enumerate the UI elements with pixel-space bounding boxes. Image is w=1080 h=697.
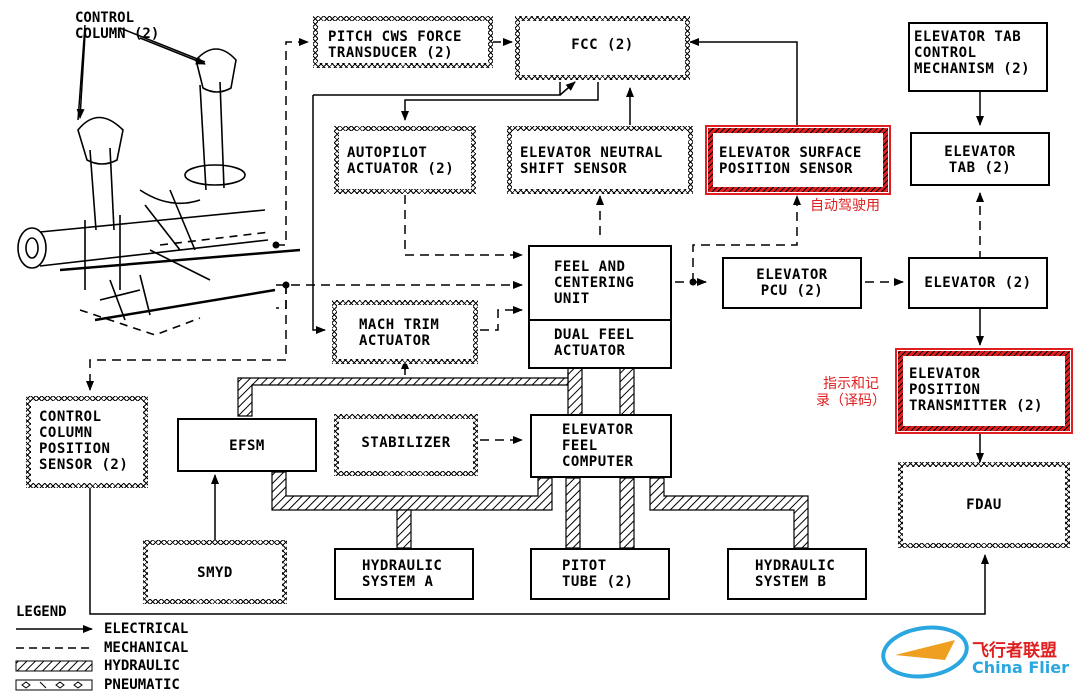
legend-pneumatic: PNEUMATIC <box>98 677 180 693</box>
elevator-position-transmitter-box: ELEVATOR POSITION TRANSMITTER (2) <box>895 348 1073 434</box>
legend-title: LEGEND <box>16 604 67 620</box>
dual-feel-label: DUAL FEEL ACTUATOR <box>554 327 635 359</box>
elevator-tab-label: ELEVATOR TAB (2) <box>944 144 1016 176</box>
elevator-box: ELEVATOR (2) <box>908 257 1048 309</box>
elevator-tab-box: ELEVATOR TAB (2) <box>910 132 1050 186</box>
elevator-neutral-shift-sensor-box: ELEVATOR NEUTRAL SHIFT SENSOR <box>507 126 693 194</box>
fdau-label: FDAU <box>966 497 1002 513</box>
elevator-surface-position-label: ELEVATOR SURFACE POSITION SENSOR <box>719 145 862 177</box>
hyd-b-label: HYDRAULIC SYSTEM B <box>755 558 836 590</box>
legend-electrical-label: ELECTRICAL <box>104 621 189 637</box>
feel-centering-unit-box: FEEL AND CENTERING UNIT DUAL FEEL ACTUAT… <box>528 245 672 369</box>
mach-trim-actuator-box: MACH TRIM ACTUATOR <box>332 300 478 364</box>
autopilot-actuator-label: AUTOPILOT ACTUATOR (2) <box>347 145 455 177</box>
autopilot-use-note: 自动驾驶用 <box>810 198 880 214</box>
elevator-pcu-box: ELEVATOR PCU (2) <box>722 257 862 309</box>
elevator-label: ELEVATOR (2) <box>924 275 1032 291</box>
hydraulic-system-b-box: HYDRAULIC SYSTEM B <box>727 548 867 600</box>
mach-trim-label: MACH TRIM ACTUATOR <box>359 317 440 349</box>
efsm-label: EFSM <box>229 438 265 454</box>
control-column-illustration <box>17 24 301 336</box>
pitot-label: PITOT TUBE (2) <box>562 558 634 590</box>
pitch-cws-label: PITCH CWS FORCE TRANSDUCER (2) <box>328 29 462 61</box>
elevator-position-transmitter-label: ELEVATOR POSITION TRANSMITTER (2) <box>909 366 1043 414</box>
cc-position-sensor-label: CONTROL COLUMN POSITION SENSOR (2) <box>39 409 129 473</box>
pitot-tube-box: PITOT TUBE (2) <box>530 548 670 600</box>
legend-hydraulic: HYDRAULIC <box>98 658 180 674</box>
legend-mechanical-label: MECHANICAL <box>104 640 189 656</box>
legend-mechanical: MECHANICAL <box>98 640 188 656</box>
elevator-pcu-label: ELEVATOR PCU (2) <box>756 267 828 299</box>
control-column-position-sensor-box: CONTROL COLUMN POSITION SENSOR (2) <box>26 396 148 488</box>
stabilizer-label: STABILIZER <box>361 435 451 451</box>
elevator-neutral-shift-label: ELEVATOR NEUTRAL SHIFT SENSOR <box>520 145 663 177</box>
legend-electrical: ELECTRICAL <box>98 621 188 637</box>
legend-pneumatic-label: PNEUMATIC <box>104 677 180 693</box>
hyd-a-label: HYDRAULIC SYSTEM A <box>362 558 443 590</box>
smyd-box: SMYD <box>143 540 287 604</box>
stabilizer-box: STABILIZER <box>334 414 478 476</box>
efsm-box: EFSM <box>177 418 317 472</box>
watermark-logo <box>881 625 969 679</box>
elevator-feel-computer-label: ELEVATOR FEEL COMPUTER <box>562 422 634 470</box>
hydraulic-system-a-box: HYDRAULIC SYSTEM A <box>334 548 474 600</box>
feel-unit-divider <box>530 319 670 321</box>
feel-centering-label: FEEL AND CENTERING UNIT <box>554 259 635 307</box>
elevator-surface-position-sensor-box: ELEVATOR SURFACE POSITION SENSOR <box>705 125 891 195</box>
smyd-label: SMYD <box>197 565 233 581</box>
fdau-box: FDAU <box>898 462 1070 548</box>
indicate-record-note: 指示和记 录（译码） <box>816 376 886 409</box>
watermark-en: China Flier <box>972 658 1070 677</box>
legend-hydraulic-label: HYDRAULIC <box>104 658 180 674</box>
fcc-box: FCC (2) <box>515 16 690 80</box>
autopilot-actuator-box: AUTOPILOT ACTUATOR (2) <box>334 126 476 194</box>
elevator-tab-control-mechanism-box: ELEVATOR TAB CONTROL MECHANISM (2) <box>908 22 1048 92</box>
fcc-label: FCC (2) <box>571 37 634 53</box>
elevator-tab-control-label: ELEVATOR TAB CONTROL MECHANISM (2) <box>914 29 1031 77</box>
control-column-label: CONTROL COLUMN (2) <box>75 10 160 42</box>
pitch-cws-force-transducer-box: PITCH CWS FORCE TRANSDUCER (2) <box>313 16 493 68</box>
watermark-cn: 飞行者联盟 <box>972 641 1057 661</box>
elevator-feel-computer-box: ELEVATOR FEEL COMPUTER <box>530 414 672 478</box>
